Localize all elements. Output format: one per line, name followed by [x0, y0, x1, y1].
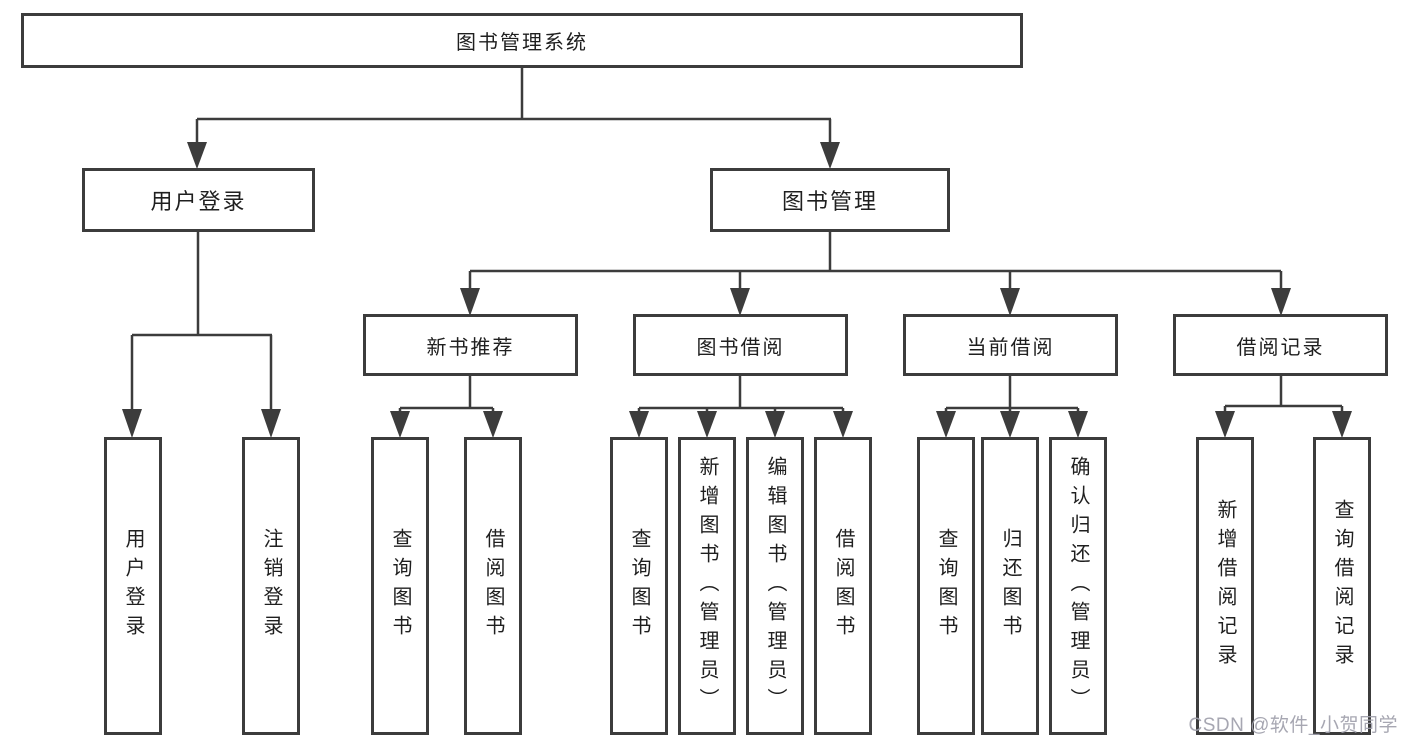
- csdn-watermark: CSDN @软件_小贺同学: [1188, 715, 1398, 736]
- node-borrow-record: 借阅记录: [1173, 314, 1388, 376]
- node-new-book-recommend: 新书推荐: [363, 314, 578, 376]
- node-leaf-add-borrow-record: 新增借阅记录: [1196, 437, 1254, 735]
- node-leaf-add-books-admin: 新增图书（管理员）: [678, 437, 736, 735]
- node-book-borrow: 图书借阅: [633, 314, 848, 376]
- node-current-borrow: 当前借阅: [903, 314, 1118, 376]
- node-library-system-label: 图书管理系统: [456, 32, 588, 54]
- node-leaf-query-books-recommend: 查询图书: [371, 437, 429, 735]
- node-borrow-record-label: 借阅记录: [1236, 336, 1325, 359]
- node-leaf-confirm-return-admin: 确认归还（管理员）: [1049, 437, 1107, 735]
- node-leaf-return-books: 归还图书: [981, 437, 1039, 735]
- node-leaf-edit-books-admin: 编辑图书（管理员）: [746, 437, 804, 735]
- node-leaf-add-books-admin-label: 新增图书（管理员）: [696, 455, 718, 717]
- node-leaf-query-borrow-record: 查询借阅记录: [1313, 437, 1371, 735]
- node-leaf-query-books-recommend-label: 查询图书: [389, 528, 411, 644]
- node-leaf-borrow-books-recommend: 借阅图书: [464, 437, 522, 735]
- node-book-borrow-label: 图书借阅: [696, 336, 785, 359]
- node-leaf-borrow-books-label: 借阅图书: [832, 528, 854, 644]
- node-leaf-return-books-label: 归还图书: [999, 528, 1021, 644]
- node-leaf-borrow-books: 借阅图书: [814, 437, 872, 735]
- node-current-borrow-label: 当前借阅: [966, 336, 1055, 359]
- node-leaf-logout-label: 注销登录: [260, 528, 282, 644]
- node-leaf-add-borrow-record-label: 新增借阅记录: [1214, 499, 1236, 673]
- node-leaf-user-login-label: 用户登录: [122, 528, 144, 644]
- node-leaf-query-books-borrow: 查询图书: [610, 437, 668, 735]
- node-leaf-edit-books-admin-label: 编辑图书（管理员）: [764, 455, 786, 717]
- node-library-system: 图书管理系统: [21, 13, 1023, 68]
- node-user-login-label: 用户登录: [150, 189, 247, 214]
- node-leaf-logout: 注销登录: [242, 437, 300, 735]
- node-leaf-query-books-borrow-label: 查询图书: [628, 528, 650, 644]
- node-leaf-user-login: 用户登录: [104, 437, 162, 735]
- node-leaf-query-borrow-record-label: 查询借阅记录: [1331, 499, 1353, 673]
- node-new-book-recommend-label: 新书推荐: [426, 336, 515, 359]
- node-leaf-query-books-current: 查询图书: [917, 437, 975, 735]
- node-book-management-label: 图书管理: [781, 189, 878, 214]
- node-leaf-borrow-books-recommend-label: 借阅图书: [482, 528, 504, 644]
- node-user-login: 用户登录: [82, 168, 315, 232]
- node-book-management: 图书管理: [710, 168, 950, 232]
- node-leaf-query-books-current-label: 查询图书: [935, 528, 957, 644]
- node-leaf-confirm-return-admin-label: 确认归还（管理员）: [1067, 455, 1089, 717]
